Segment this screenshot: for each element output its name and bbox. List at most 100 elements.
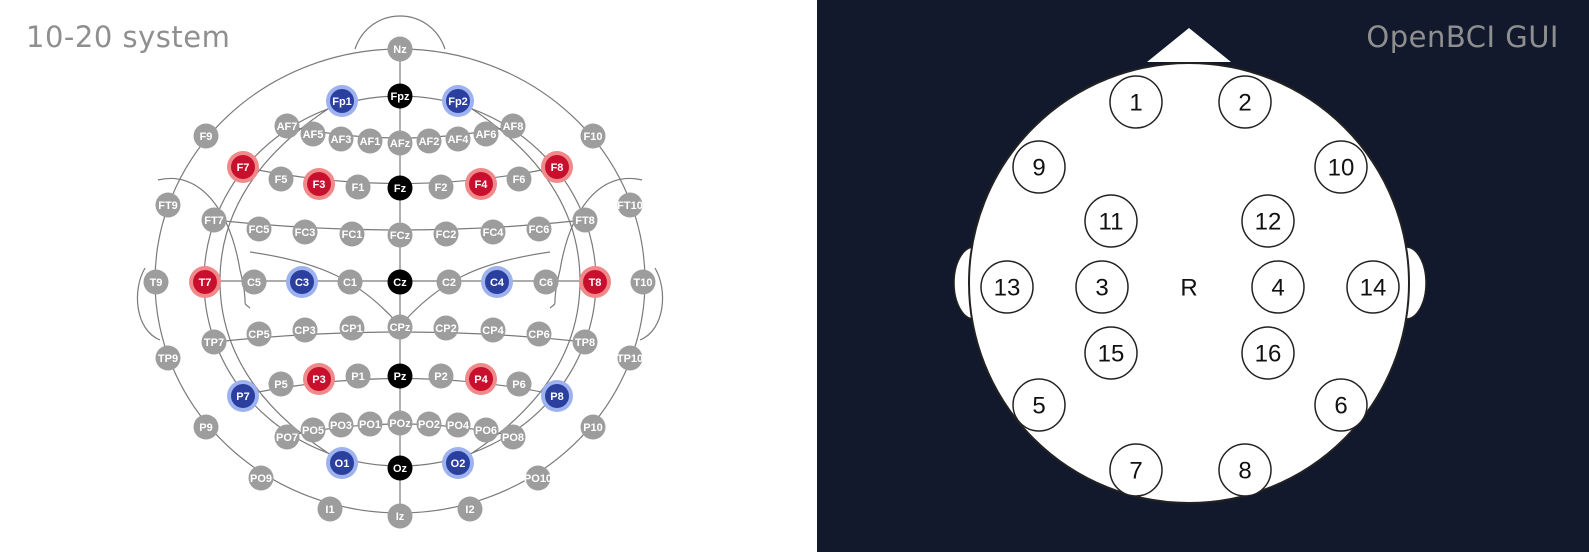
electrode-dot bbox=[268, 371, 294, 397]
electrode-fc5: FC5 bbox=[246, 216, 272, 242]
channel-8: 8 bbox=[1218, 443, 1272, 497]
channel-circle bbox=[1314, 140, 1368, 194]
electrode-afz: AFz bbox=[387, 130, 413, 156]
electrode-p9: P9 bbox=[193, 414, 219, 440]
electrode-dot bbox=[500, 113, 526, 139]
electrode-dot bbox=[290, 270, 314, 294]
electrode-po7: PO7 bbox=[274, 424, 300, 450]
electrode-label: AF4 bbox=[448, 134, 470, 146]
channel-circle bbox=[1084, 326, 1138, 380]
electrode-dot bbox=[274, 424, 300, 450]
openbci-title: OpenBCI GUI bbox=[1366, 20, 1559, 54]
electrode-af1: AF1 bbox=[357, 128, 383, 154]
electrode-af8: AF8 bbox=[500, 113, 526, 139]
electrode-nz: Nz bbox=[387, 36, 413, 62]
channel-label: 14 bbox=[1360, 275, 1387, 302]
electrode-label: AF1 bbox=[360, 136, 381, 148]
electrode-po10: PO10 bbox=[524, 465, 552, 491]
electrode-dot bbox=[387, 36, 413, 62]
channel-label: 10 bbox=[1328, 155, 1355, 182]
electrode-dot bbox=[506, 166, 532, 192]
electrode-tp8: TP8 bbox=[572, 329, 598, 355]
electrode-dot bbox=[387, 503, 413, 529]
electrode-label: T9 bbox=[150, 277, 163, 289]
electrode-label: CP6 bbox=[528, 329, 549, 341]
electrode-dot bbox=[387, 175, 413, 201]
electrode-cp2: CP2 bbox=[433, 315, 459, 341]
electrode-f9: F9 bbox=[193, 123, 219, 149]
electrode-label: FC6 bbox=[529, 224, 550, 236]
electrode-dot bbox=[387, 222, 413, 248]
electrode-cp6: CP6 bbox=[526, 321, 552, 347]
electrode-ft7: FT7 bbox=[201, 207, 227, 233]
channel-15: 15 bbox=[1084, 326, 1138, 380]
channel-label: 7 bbox=[1129, 458, 1142, 485]
electrode-label: C3 bbox=[295, 277, 309, 289]
electrode-dot bbox=[241, 269, 267, 295]
electrode-dot bbox=[387, 269, 413, 295]
channel-label: 2 bbox=[1238, 90, 1251, 117]
electrode-dot bbox=[387, 130, 413, 156]
electrode-dot bbox=[500, 424, 526, 450]
electrode-p10: P10 bbox=[580, 414, 606, 440]
electrode-label: C4 bbox=[490, 277, 505, 289]
electrode-dot bbox=[193, 414, 219, 440]
electrode-label: AF8 bbox=[503, 121, 524, 133]
electrode-label: Oz bbox=[393, 463, 408, 475]
electrode-po8: PO8 bbox=[500, 424, 526, 450]
electrode-dot bbox=[300, 417, 326, 443]
electrode-label: CP4 bbox=[482, 325, 504, 337]
electrode-dot bbox=[572, 207, 598, 233]
channel-2: 2 bbox=[1218, 75, 1272, 129]
electrode-dot bbox=[268, 166, 294, 192]
channel-circle bbox=[1218, 75, 1272, 129]
electrode-dot bbox=[357, 128, 383, 154]
channel-16: 16 bbox=[1241, 326, 1295, 380]
channel-circle bbox=[1109, 443, 1163, 497]
electrode-cp4: CP4 bbox=[480, 317, 506, 343]
electrode-t8: T8 bbox=[579, 266, 611, 298]
electrode-label: CP2 bbox=[435, 323, 456, 335]
electrode-dot bbox=[580, 123, 606, 149]
electrode-label: Fp1 bbox=[332, 96, 352, 108]
channel-circle bbox=[1075, 260, 1129, 314]
electrode-dot bbox=[201, 329, 227, 355]
electrode-dot bbox=[526, 321, 552, 347]
electrode-dot bbox=[246, 321, 272, 347]
electrode-dot bbox=[485, 270, 509, 294]
electrode-label: O2 bbox=[451, 458, 466, 470]
electrode-label: PO6 bbox=[475, 425, 497, 437]
channel-3: 3 bbox=[1075, 260, 1129, 314]
electrode-p2: P2 bbox=[428, 363, 454, 389]
electrode-label: AF2 bbox=[419, 136, 440, 148]
channel-11: 11 bbox=[1084, 194, 1138, 248]
electrode-ft9: FT9 bbox=[155, 192, 181, 218]
electrode-label: PO8 bbox=[502, 432, 524, 444]
electrode-label: FC3 bbox=[295, 227, 316, 239]
electrode-c3: C3 bbox=[286, 266, 318, 298]
electrode-label: P1 bbox=[351, 371, 364, 383]
electrode-fp2: Fp2 bbox=[442, 85, 474, 117]
electrode-dot bbox=[445, 412, 471, 438]
electrode-c2: C2 bbox=[436, 269, 462, 295]
electrode-fp1: Fp1 bbox=[326, 85, 358, 117]
electrode-label: FT7 bbox=[204, 215, 224, 227]
electrode-po1: PO1 bbox=[357, 411, 383, 437]
electrode-c1: C1 bbox=[337, 269, 363, 295]
electrode-label: P9 bbox=[199, 422, 212, 434]
channel-circle bbox=[980, 260, 1034, 314]
channel-12: 12 bbox=[1241, 194, 1295, 248]
electrode-label: CPz bbox=[390, 322, 411, 334]
electrode-dot bbox=[231, 384, 255, 408]
electrode-dot bbox=[480, 219, 506, 245]
electrode-cz: Cz bbox=[387, 269, 413, 295]
electrode-iz: Iz bbox=[387, 503, 413, 529]
electrode-dot bbox=[328, 412, 354, 438]
electrode-label: C6 bbox=[539, 277, 553, 289]
electrode-label: AFz bbox=[390, 138, 411, 150]
electrode-label: AF5 bbox=[303, 129, 324, 141]
electrode-label: F10 bbox=[584, 131, 603, 143]
electrode-f5: F5 bbox=[268, 166, 294, 192]
electrode-label: F9 bbox=[200, 131, 213, 143]
